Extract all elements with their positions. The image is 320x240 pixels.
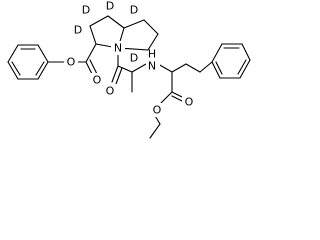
deuterium-label-1: D bbox=[82, 4, 90, 17]
deuterium-label-5: D bbox=[130, 52, 138, 65]
amide-c-o-double-1 bbox=[111, 65, 119, 83]
carbonyl-to-ring-c-bond bbox=[85, 43, 97, 63]
carbamate-carbonyl-oxygen-label: O bbox=[93, 74, 102, 87]
atom-labels: O O N D D D D D H N O O O bbox=[64, 0, 196, 117]
carbonyl-c-o-double-2 bbox=[89, 59, 98, 75]
deuterium-label-2: D bbox=[106, 0, 114, 13]
ester-carbonyl-oxygen-label: O bbox=[185, 96, 194, 109]
amide-c-to-alpha-c-bond bbox=[117, 65, 133, 73]
deuterium-label-4: D bbox=[74, 24, 82, 37]
ethyl-c-c-bond bbox=[149, 123, 161, 139]
ch2-to-phenyl-bond bbox=[199, 61, 213, 73]
right-phenyl-ring bbox=[211, 43, 251, 79]
alpha-c-to-nh-bond bbox=[131, 63, 147, 73]
ester-oxygen-benzyl-label: O bbox=[67, 56, 76, 69]
deuterium-label-3: D bbox=[130, 4, 138, 17]
amide-c-o-double-2 bbox=[115, 67, 123, 85]
ester-c-to-ether-o-bond bbox=[159, 91, 173, 105]
amide-oxygen-label: O bbox=[106, 85, 115, 98]
ch2-to-ch2-bond bbox=[185, 63, 201, 73]
chemical-structure-diagram: O O N D D D D D H N O O O bbox=[7, 0, 251, 139]
ester-ether-oxygen-label: O bbox=[153, 104, 162, 117]
amine-hydrogen-label: H bbox=[148, 48, 156, 61]
nh-to-alpha2-c-bond bbox=[157, 63, 173, 73]
ring-nitrogen-label: N bbox=[114, 42, 122, 55]
alpha2-c-to-ch2-bond bbox=[171, 63, 187, 73]
benzyl-phenyl-ring bbox=[7, 44, 49, 80]
amine-nitrogen-label: N bbox=[148, 60, 156, 73]
